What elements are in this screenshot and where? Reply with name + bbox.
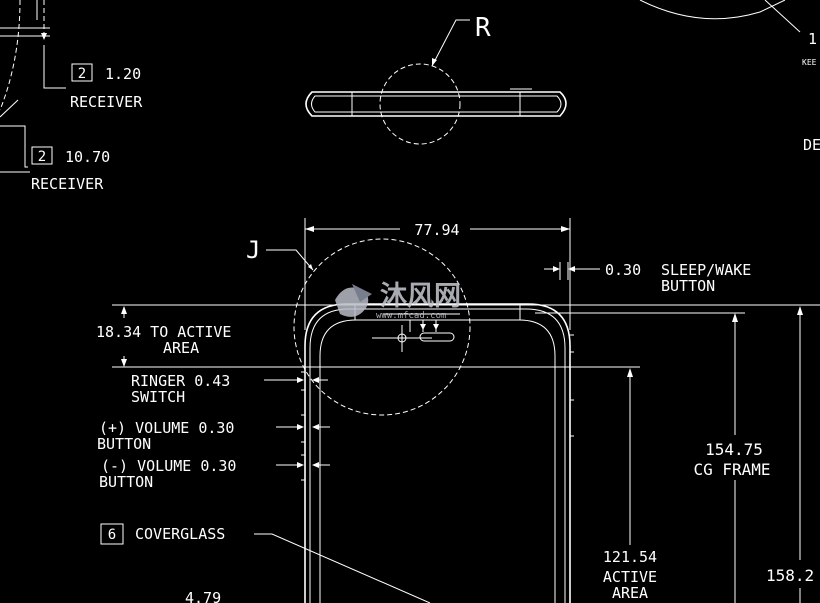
volume-down-line-1: (-) VOLUME 0.30 <box>101 457 236 475</box>
detail-r-label: R <box>475 13 491 43</box>
active-area-value: 121.54 <box>603 548 657 566</box>
detail-r-circle <box>379 63 461 145</box>
coverglass-callout: 6 COVERGLASS <box>100 523 431 603</box>
coverglass-label: COVERGLASS <box>135 525 225 543</box>
volume-down-dimension: (-) VOLUME 0.30 BUTTON <box>99 457 330 491</box>
receiver-1-value: 1.20 <box>105 65 141 83</box>
sleep-wake-label-2: BUTTON <box>661 277 715 295</box>
overall-height-value: 158.2 <box>766 566 814 585</box>
receiver-2-label: RECEIVER <box>31 175 104 193</box>
ringer-switch-dimension: RINGER 0.43 SWITCH <box>131 372 328 406</box>
to-active-line-1: 18.34 TO ACTIVE <box>96 323 231 341</box>
fragment-de: DE <box>803 136 820 154</box>
detail-j-circle <box>293 238 471 416</box>
receiver-callout-1: 2 1.20 RECEIVER <box>70 63 143 111</box>
sleep-wake-label-1: SLEEP/WAKE <box>661 261 751 279</box>
volume-up-line-1: (+) VOLUME 0.30 <box>99 419 234 437</box>
ringer-line-2: SWITCH <box>131 388 185 406</box>
receiver-1-index: 2 <box>78 66 86 82</box>
cg-frame-label: CG FRAME <box>693 460 770 479</box>
fragment-kee: KEE <box>802 58 817 67</box>
top-right-fragment: 1 KEE DE <box>639 0 820 154</box>
cg-frame-value: 154.75 <box>705 440 763 459</box>
volume-down-line-2: BUTTON <box>99 473 153 491</box>
earpiece-features <box>372 313 460 352</box>
volume-up-line-2: BUTTON <box>97 435 151 453</box>
receiver-2-value: 10.70 <box>65 148 110 166</box>
cg-frame-dimension: 154.75 CG FRAME <box>535 312 771 603</box>
width-value: 77.94 <box>414 221 459 239</box>
detail-j: J <box>246 236 471 416</box>
detail-j-label: J <box>246 236 260 264</box>
width-dimension: 77.94 <box>304 218 571 330</box>
receiver-callout-2: 2 10.70 RECEIVER <box>31 146 110 193</box>
phone-top-view: R <box>305 13 567 145</box>
receiver-detail-fragment <box>0 0 66 173</box>
active-area-line-1: ACTIVE <box>603 568 657 586</box>
bottom-partial-value: 4.79 <box>185 589 221 603</box>
sleep-wake-value: 0.30 <box>605 261 641 279</box>
overall-height-dimension: 158.2 <box>766 306 814 603</box>
to-active-dimension: 18.34 TO ACTIVE AREA <box>96 304 820 368</box>
to-active-line-2: AREA <box>163 339 199 357</box>
sleep-wake-dimension: 0.30 SLEEP/WAKE BUTTON <box>544 261 751 295</box>
active-area-line-2: AREA <box>612 584 648 602</box>
watermark-logo-icon <box>335 284 372 317</box>
ringer-line-1: RINGER 0.43 <box>131 372 230 390</box>
watermark: 沐风网 www.mfcad.com <box>335 281 461 321</box>
receiver-1-label: RECEIVER <box>70 93 143 111</box>
fragment-1: 1 <box>808 30 817 48</box>
phone-front-outline <box>301 303 574 603</box>
active-area-dimension: 121.54 ACTIVE AREA <box>603 368 657 602</box>
coverglass-index: 6 <box>108 527 116 543</box>
watermark-brand: 沐风网 <box>380 281 461 312</box>
watermark-url: www.mfcad.com <box>376 311 446 321</box>
volume-up-dimension: (+) VOLUME 0.30 BUTTON <box>97 419 330 453</box>
receiver-2-index: 2 <box>38 149 46 165</box>
